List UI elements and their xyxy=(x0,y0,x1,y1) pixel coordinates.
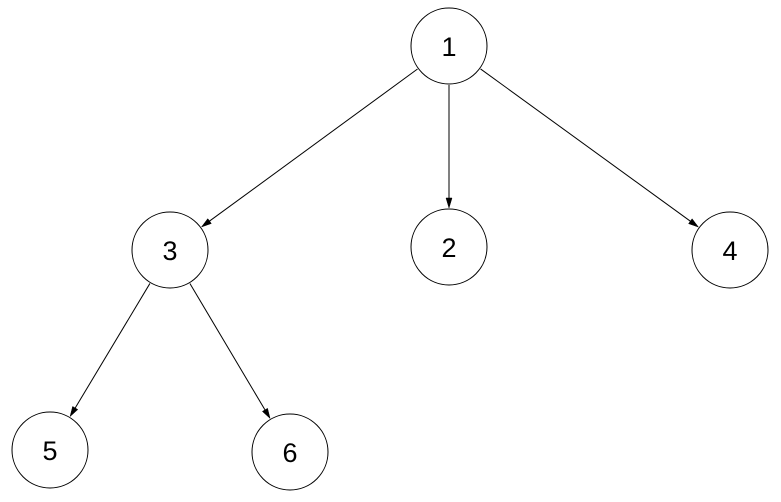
graph-node[interactable]: 2 xyxy=(410,208,488,286)
edge-line xyxy=(74,283,151,410)
edges-layer xyxy=(69,68,700,420)
graph-node[interactable]: 5 xyxy=(11,411,89,489)
node-circle[interactable] xyxy=(410,7,488,85)
graph-edge xyxy=(480,68,700,228)
graph-node[interactable]: 6 xyxy=(251,413,329,491)
edge-arrowhead-icon xyxy=(688,218,700,228)
node-label: 2 xyxy=(441,233,456,263)
graph-edge xyxy=(445,85,453,209)
edge-line xyxy=(189,283,267,412)
edge-arrowhead-icon xyxy=(445,197,453,209)
graph-edge xyxy=(200,68,418,228)
node-label: 3 xyxy=(162,236,177,266)
nodes-layer: 1 2 3 4 5 6 xyxy=(11,7,769,491)
node-circle[interactable] xyxy=(691,211,769,289)
node-label: 1 xyxy=(441,32,456,62)
graph-node[interactable]: 3 xyxy=(131,211,209,289)
graph-edge xyxy=(69,283,151,418)
edge-line xyxy=(480,68,692,223)
graph-edge xyxy=(189,283,271,420)
node-circle[interactable] xyxy=(410,208,488,286)
node-circle[interactable] xyxy=(251,413,329,491)
node-label: 4 xyxy=(722,236,737,266)
graph-node[interactable]: 1 xyxy=(410,7,488,85)
edge-arrowhead-icon xyxy=(69,406,79,418)
edge-line xyxy=(208,68,418,223)
node-circle[interactable] xyxy=(131,211,209,289)
node-label: 6 xyxy=(282,438,297,468)
edge-arrowhead-icon xyxy=(200,218,212,228)
node-circle[interactable] xyxy=(11,411,89,489)
node-label: 5 xyxy=(42,436,57,466)
edge-arrowhead-icon xyxy=(261,407,271,420)
graph-node[interactable]: 4 xyxy=(691,211,769,289)
